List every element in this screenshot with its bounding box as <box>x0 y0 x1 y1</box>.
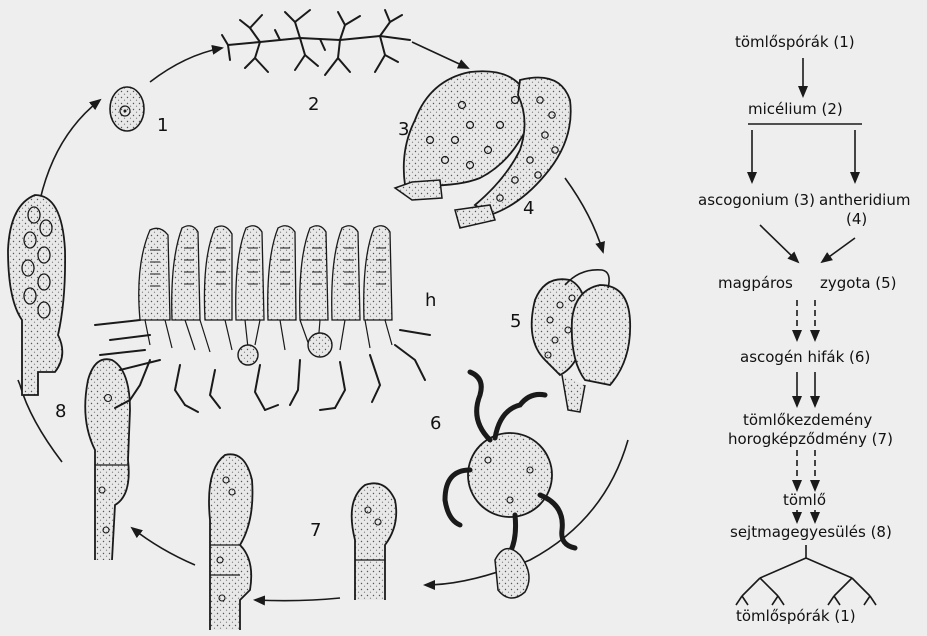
arrow-7b-to-8 <box>132 528 195 565</box>
scheme-antheridium: antheridium <box>819 193 910 208</box>
ascogenous-hyphae-6 <box>445 372 575 598</box>
arrow-4-to-5 <box>565 178 603 252</box>
label-h: h <box>425 292 436 310</box>
arrow-1-to-2 <box>150 48 222 82</box>
scheme-ascus: tömlő <box>783 493 826 508</box>
mature-ascus <box>8 195 65 395</box>
label-8: 8 <box>55 403 66 421</box>
label-1: 1 <box>157 117 168 135</box>
spore-branching-tree <box>736 545 876 605</box>
arrow-8-to-cycle <box>20 385 62 462</box>
crozier-7b <box>209 454 253 630</box>
hymenium-h <box>95 226 430 412</box>
label-3: 3 <box>398 121 409 139</box>
scheme-crozier: horogképződmény (7) <box>728 432 893 447</box>
arrow-left-lower <box>18 380 20 385</box>
ascus-8 <box>85 359 130 560</box>
spore-1 <box>110 87 144 131</box>
arrow-2-to-3 <box>412 42 468 68</box>
zygote-stage-5 <box>532 270 631 412</box>
scheme-karyogamy: sejtmagegyesülés (8) <box>730 525 892 540</box>
scheme-ascus-initial: tömlőkezdemény <box>743 413 872 428</box>
scheme-antheridium-number: (4) <box>846 212 867 227</box>
scheme-ascogenous-hyphae: ascogén hifák (6) <box>740 350 870 365</box>
scheme-mycelium: micélium (2) <box>748 102 843 117</box>
label-4: 4 <box>523 200 534 218</box>
scheme-ascogonium: ascogonium (3) <box>698 193 815 208</box>
scheme-ascospores-top: tömlőspórák (1) <box>735 35 855 50</box>
crozier-7a <box>352 483 397 600</box>
label-7: 7 <box>310 522 321 540</box>
label-6: 6 <box>430 415 441 433</box>
scheme-zygote: zygota (5) <box>820 276 897 291</box>
label-5: 5 <box>510 313 521 331</box>
arrow-left-to-1 <box>40 100 100 200</box>
scheme-ascospores-bottom: tömlőspórák (1) <box>736 609 856 624</box>
arrow-s3b-s4 <box>822 238 855 262</box>
scheme-dikaryon: magpáros <box>718 276 793 291</box>
arrow-s3a-s4 <box>760 225 798 262</box>
arrow-7-to-7b <box>255 598 340 601</box>
mycelium-2 <box>222 10 410 75</box>
label-2: 2 <box>308 96 319 114</box>
